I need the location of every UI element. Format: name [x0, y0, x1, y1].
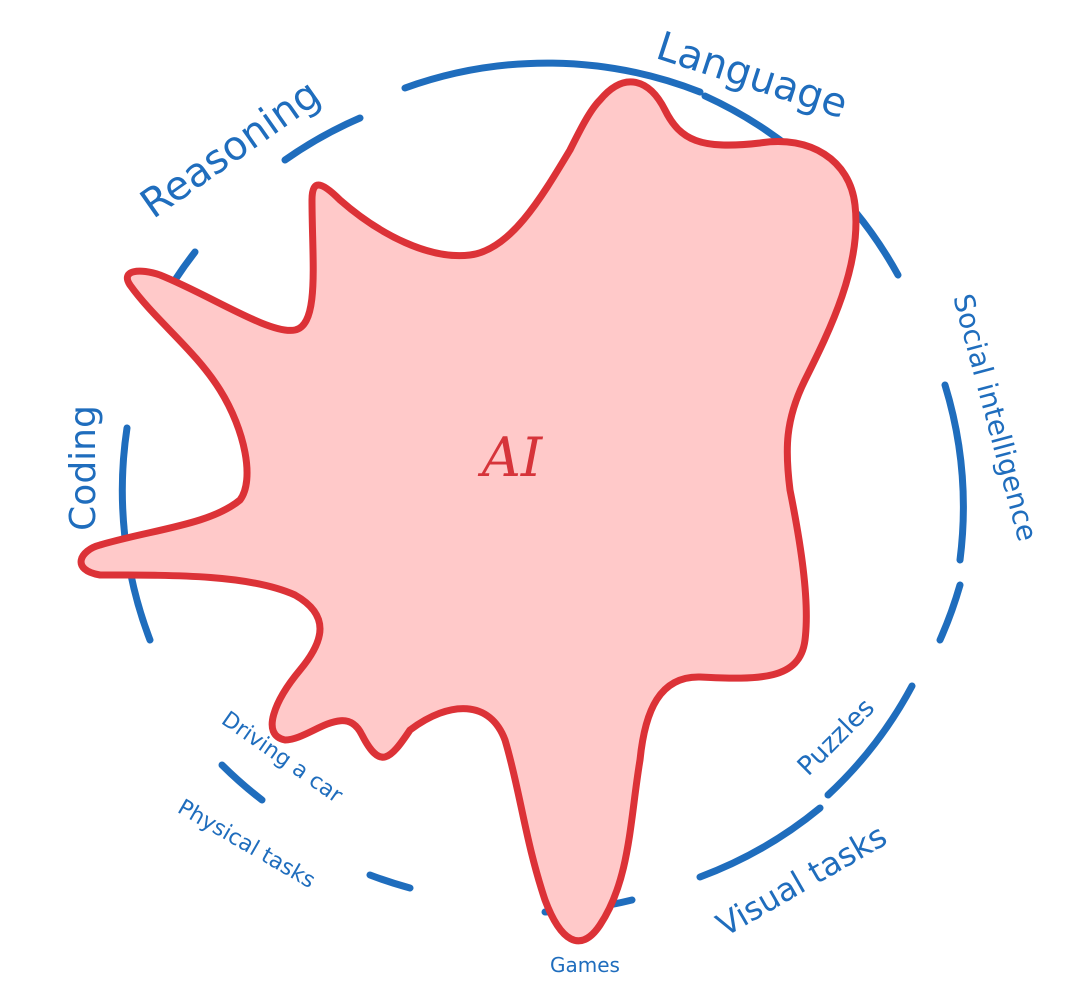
- label-games: Games: [550, 953, 620, 977]
- ring-segment-top: [401, 59, 704, 96]
- ring-segment-bottom-left: [366, 871, 414, 892]
- ai-label: AI: [477, 426, 544, 489]
- label-puzzles: Puzzles: [792, 693, 881, 782]
- label-coding: Coding: [63, 405, 104, 531]
- ai-frontier-blob: [77, 78, 860, 945]
- ring-segment-social: [941, 381, 967, 564]
- ring-segment-reasoning: [281, 114, 364, 164]
- ring-segment-puzzles: [824, 682, 916, 799]
- label-physical-tasks: Physical tasks: [173, 795, 319, 894]
- ring-segment-reasoning-lower: [171, 248, 199, 284]
- ring-segment-right-lower: [936, 581, 964, 644]
- label-language: Language: [651, 23, 853, 128]
- ring-segment-physical: [218, 761, 266, 804]
- label-visual-tasks: Visual tasks: [710, 817, 893, 945]
- ring-segment-visual: [696, 804, 824, 881]
